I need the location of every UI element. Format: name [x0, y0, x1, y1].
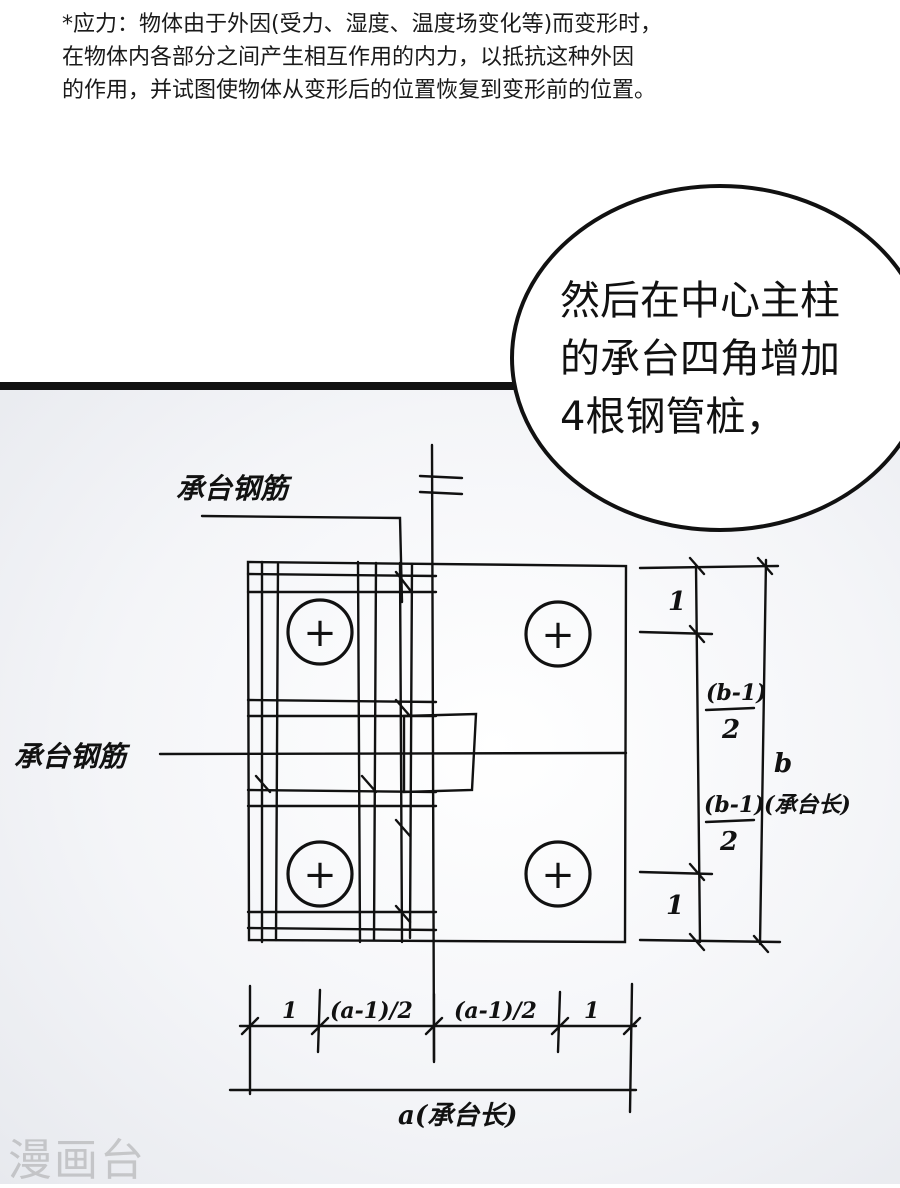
pile-cap-sketch [158, 443, 782, 1114]
bubble-line-1: 然后在中心主柱 [560, 278, 840, 324]
rebar-ticks [254, 570, 412, 924]
footnote-line-2: 在物体内各部分之间产生相互作用的内力，以抵抗这种外因 [62, 45, 635, 70]
fraction-bars [704, 706, 756, 824]
dim-bottom-labels: 1 (a-1)/2 (a-1)/2 1 a(承台长) [282, 998, 599, 1131]
watermark-logo: 漫画台 [8, 1135, 146, 1186]
pile-bottom-left [286, 840, 354, 908]
dim-right-top: 1 [668, 587, 686, 617]
dim-right-lower-num: (b-1) [704, 792, 765, 818]
dim-right-lower-den: 2 [719, 827, 738, 857]
speech-bubble [510, 184, 900, 532]
pile-bottom-right [524, 840, 592, 908]
central-column [402, 712, 478, 794]
pile-top-left [286, 598, 354, 666]
leader-line-top [200, 514, 404, 604]
dim-right-total-note: (承台长) [764, 792, 851, 818]
dim-right-bottom: 1 [666, 891, 684, 921]
stress-footnote: *应力：物体由于外因(受力、湿度、温度场变化等)而变形时， 在物体内各部分之间产… [62, 8, 862, 107]
dim-right-upper-den: 2 [721, 715, 740, 745]
footnote-line-3: 的作用，并试图使物体从变形后的位置恢复到变形前的位置。 [62, 78, 657, 103]
bubble-line-3: 4根钢管桩， [560, 394, 786, 440]
label-rebar-top: 承台钢筋 [176, 472, 293, 505]
pile-symbol-tr: + [541, 612, 575, 658]
bubble-line-2: 的承台四角增加 [560, 336, 840, 382]
rebar-vertical [260, 560, 414, 944]
rebar-horizontal [246, 572, 438, 932]
pile-top-right [524, 600, 592, 668]
dim-bottom-seg4: 1 [584, 998, 599, 1024]
dim-right-total: b [774, 749, 792, 779]
label-rebar-left: 承台钢筋 [14, 740, 131, 773]
dim-right-lines [694, 558, 768, 946]
footnote-line-1: *应力：物体由于外因(受力、湿度、温度场变化等)而变形时， [62, 12, 663, 37]
dim-bottom-seg2: (a-1)/2 [330, 998, 413, 1024]
dim-bottom-seg1: 1 [282, 998, 297, 1024]
center-axis-horizontal [158, 751, 628, 756]
pile-symbol-bl: + [303, 852, 337, 898]
dim-bottom-lines [228, 1024, 638, 1092]
bubble-text: 然后在中心主柱 的承台四角增加 4根钢管桩， [560, 272, 900, 446]
dim-bottom-ticks [240, 1016, 642, 1036]
panel-top-border [0, 382, 900, 390]
pile-symbol-br: + [541, 852, 575, 898]
dim-bottom-extensions [248, 982, 634, 1114]
dim-bottom-total: a(承台长) [398, 1101, 517, 1131]
pile-symbols: + + + + [303, 610, 575, 898]
pile-cap-outline [246, 560, 628, 944]
dim-right-upper-num: (b-1) [706, 680, 767, 706]
rebar-labels: 承台钢筋 承台钢筋 [14, 472, 293, 773]
axis-break-mark [418, 474, 464, 496]
dim-right-labels: 1 (b-1) 2 (b-1) 2 1 b (承台长) [666, 587, 851, 921]
dim-bottom-seg3: (a-1)/2 [454, 998, 537, 1024]
pile-symbol-tl: + [303, 610, 337, 656]
dim-right-extensions [638, 564, 782, 944]
dim-right-ticks [688, 556, 774, 954]
